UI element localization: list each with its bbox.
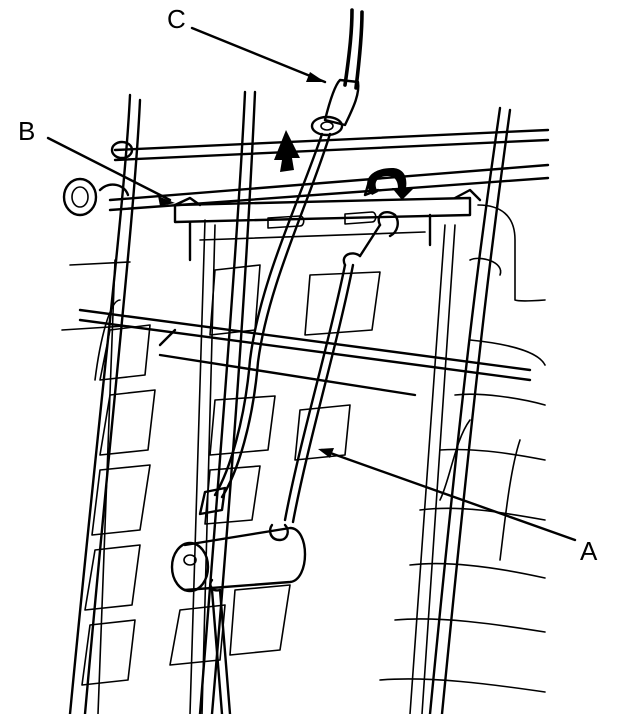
callout-label-a: A <box>580 536 598 566</box>
seat-cushion <box>379 204 546 693</box>
cable-c <box>198 8 364 516</box>
wire-a <box>283 211 399 524</box>
frame-rails <box>68 90 512 714</box>
leader-lines <box>46 26 577 542</box>
callout-label-c: C <box>167 4 186 34</box>
cross-rods <box>78 128 550 397</box>
callout-label-b: B <box>18 116 36 146</box>
release-bracket <box>173 188 482 262</box>
rotation-arrow <box>363 168 414 200</box>
left-fittings <box>62 140 134 217</box>
lever-cylinder <box>170 523 307 714</box>
upward-pull-arrow <box>274 130 300 172</box>
